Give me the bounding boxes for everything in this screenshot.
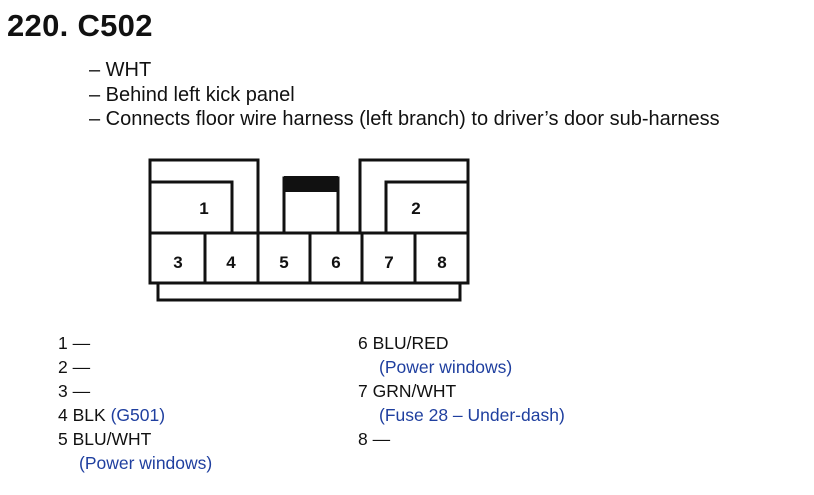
connector-details: – WHT – Behind left kick panel – Connect… [89, 58, 720, 132]
cavity-label-3: 3 [173, 253, 182, 272]
cavity-label-1: 1 [199, 199, 208, 218]
pin-number: 4 [58, 405, 68, 425]
cavity-box-2 [384, 180, 468, 235]
connector-function: – Connects floor wire harness (left bran… [89, 108, 720, 130]
pin-number: 7 [358, 381, 368, 401]
pin-number: 3 [58, 381, 68, 401]
circuit-reference-link[interactable]: (G501) [110, 405, 166, 425]
wire-color: BLU/WHT [72, 429, 152, 449]
wire-color: — [72, 357, 91, 377]
cavity-label-4: 4 [226, 253, 236, 272]
wire-color: — [72, 381, 91, 401]
cavity-label-8: 8 [437, 253, 446, 272]
circuit-reference-link[interactable]: (Fuse 28 – Under-dash) [379, 405, 565, 425]
pin-number: 6 [358, 333, 368, 353]
pin-row-8: 8 — [358, 427, 565, 451]
pin-row-7: 7 GRN/WHT (Fuse 28 – Under-dash) [358, 379, 565, 427]
cavity-label-6: 6 [331, 253, 340, 272]
pin-list-right: 6 BLU/RED (Power windows) 7 GRN/WHT (Fus… [358, 331, 565, 451]
connector-title: 220. C502 [7, 8, 153, 43]
cavity-label-5: 5 [279, 253, 288, 272]
pin-row-5: 5 BLU/WHT (Power windows) [58, 427, 212, 475]
wire-color: BLU/RED [372, 333, 449, 353]
wire-color: GRN/WHT [372, 381, 457, 401]
circuit-reference-link[interactable]: (Power windows) [79, 453, 213, 473]
pin-number: 8 [358, 429, 368, 449]
pin-number: 5 [58, 429, 68, 449]
pin-number: 1 [58, 333, 68, 353]
pin-row-6: 6 BLU/RED (Power windows) [358, 331, 565, 379]
wire-color: BLK [72, 405, 106, 425]
pin-row-2: 2 — [58, 355, 212, 379]
wire-color: — [72, 333, 91, 353]
circuit-reference-link[interactable]: (Power windows) [379, 357, 513, 377]
cavity-label-7: 7 [384, 253, 393, 272]
pin-row-1: 1 — [58, 331, 212, 355]
wire-color: — [372, 429, 391, 449]
pin-row-4: 4 BLK (G501) [58, 403, 212, 427]
connector-color: – WHT [89, 59, 152, 81]
pin-number: 2 [58, 357, 68, 377]
pin-list-left: 1 — 2 — 3 — 4 BLK (G501) 5 BLU/WHT (Powe… [58, 331, 212, 475]
pin-row-3: 3 — [58, 379, 212, 403]
connector-location: – Behind left kick panel [89, 83, 295, 106]
cavity-label-2: 2 [411, 199, 420, 218]
cavity-box-1 [150, 180, 234, 235]
locking-tab [284, 176, 338, 192]
